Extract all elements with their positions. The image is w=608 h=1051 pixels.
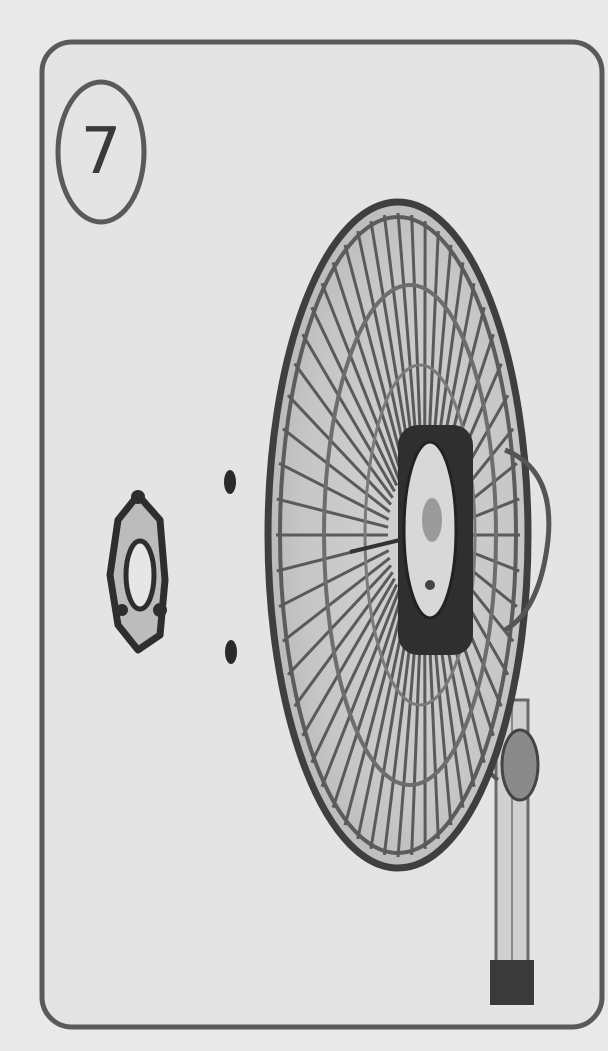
screw-icon	[224, 470, 236, 494]
screw-icon	[225, 640, 237, 664]
step-number: 7	[57, 82, 145, 222]
nut-icon	[110, 490, 167, 650]
